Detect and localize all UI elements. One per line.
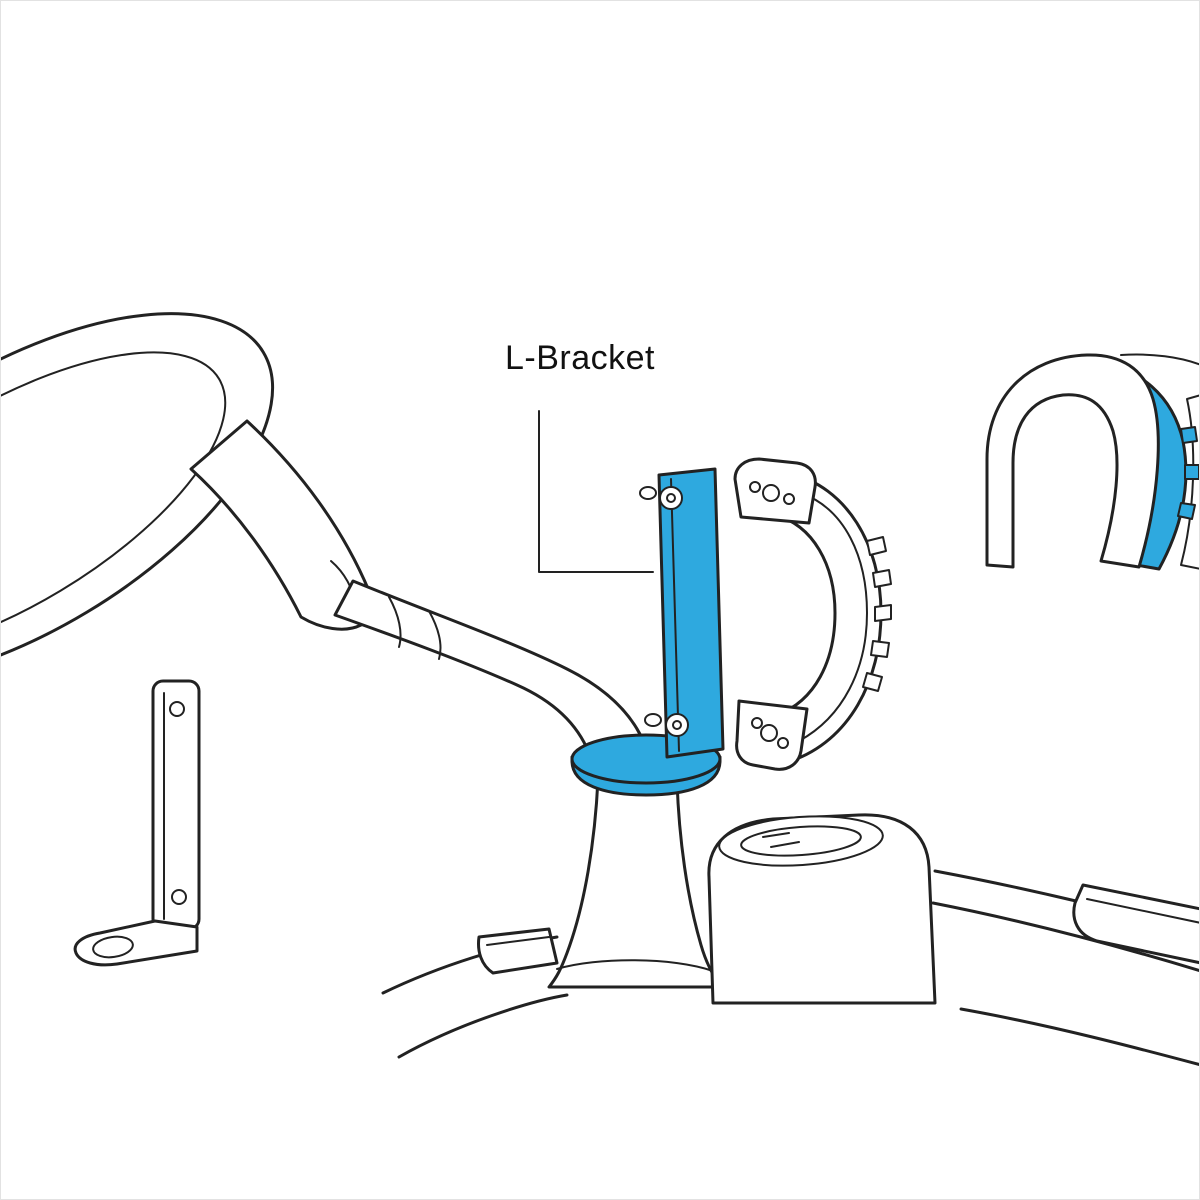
boss-flange-line [556, 959, 714, 972]
clamp-ridge-5 [862, 672, 883, 692]
screw-shaft-top [639, 486, 657, 500]
clamp-half-ring [733, 457, 892, 771]
cowl-line-right-2 [931, 901, 1199, 972]
cowl-line-right-3 [959, 1007, 1199, 1067]
cowl-line-left-2 [397, 993, 569, 1059]
clamp-bottom-lug [735, 699, 809, 771]
clamp-bottom-hole-3 [777, 737, 789, 749]
clamp-top-hole-1 [749, 481, 761, 493]
screw-shaft-bottom [644, 713, 662, 727]
mirror [1, 312, 374, 686]
mount-boss-cone [547, 777, 723, 989]
l-bracket-screw-top [639, 486, 683, 510]
left-detail-line [486, 936, 550, 946]
screw-head-bottom [665, 713, 689, 737]
right-grip-cutoff [1072, 883, 1199, 965]
part-label: L-Bracket [505, 339, 655, 377]
mount-boss [547, 777, 723, 989]
clamp-top-hole-2 [762, 484, 780, 502]
cradle-band-ridge-1 [1180, 426, 1198, 444]
bodywork-right [931, 869, 1199, 1067]
cradle-top-cut-line [1120, 353, 1199, 366]
stem-joint-line-1 [388, 596, 402, 648]
cradle-body [985, 353, 1160, 569]
clamp-ridge-4 [870, 640, 890, 658]
l-bracket-highlight [570, 467, 725, 797]
handlebar-clamp-housing [707, 813, 937, 1005]
label-leader-line [538, 410, 654, 573]
clamp-ridge-3 [874, 604, 892, 622]
screw-head-top [659, 486, 683, 510]
screw-socket-bottom [672, 720, 682, 730]
spare-bracket-foot [73, 919, 199, 967]
spare-bracket-hole-top [169, 701, 185, 717]
spare-bracket-hole-bottom [171, 889, 187, 905]
cradle-band-ridge-3 [1177, 502, 1196, 520]
bodywork-left [381, 927, 569, 1059]
mirror-outline [1, 312, 275, 686]
spare-l-bracket [73, 679, 201, 967]
spare-bracket-foot-hole [92, 935, 134, 959]
l-bracket-screw-bottom [644, 713, 689, 737]
clamp-arch-inner-line [798, 492, 868, 742]
clamp-bottom-hole-1 [751, 717, 763, 729]
housing-top-recess [740, 825, 862, 857]
cradle-band-ridge-2 [1184, 464, 1199, 480]
l-bracket-bar-edge-line [670, 478, 680, 752]
device-cradle [985, 353, 1199, 571]
clamp-top-hole-3 [783, 493, 795, 505]
clamp-bottom-hole-2 [760, 724, 778, 742]
clamp-ridge-2 [872, 569, 892, 588]
l-bracket-bar [657, 467, 725, 759]
screw-socket-top [666, 493, 676, 503]
left-detail-plate [477, 927, 559, 975]
mirror-glass-line [1, 351, 227, 659]
clamp-top-lug [733, 457, 817, 525]
right-grip-line [1086, 898, 1199, 924]
housing-slot-lines [762, 832, 800, 848]
stem-joint-line-2 [428, 610, 442, 660]
clamp-ridge-1 [866, 536, 887, 556]
